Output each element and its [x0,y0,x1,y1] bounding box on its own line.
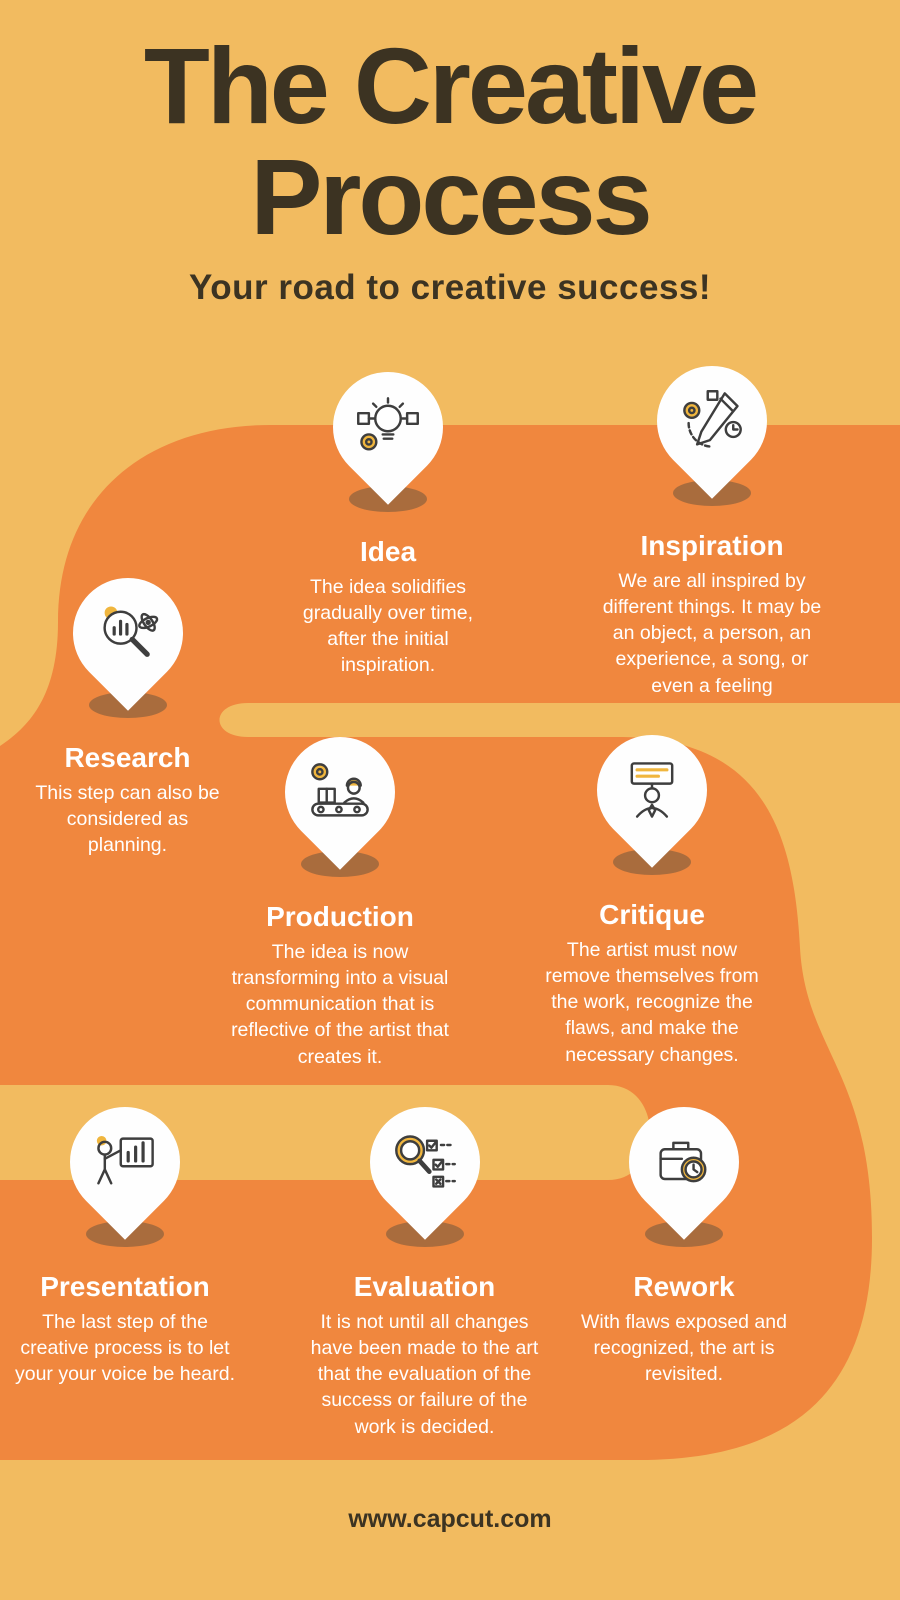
step-inspiration: Inspiration We are all inspired by diffe… [592,343,832,699]
production-icon [306,758,374,826]
map-pin-production [262,714,418,870]
step-title: Idea [359,536,417,567]
step-description: We are all inspired by different things.… [602,570,822,697]
map-pin-rework [606,1084,762,1240]
critique-icon [618,756,686,824]
step-title: Evaluation [353,1271,496,1302]
rework-icon [650,1128,718,1196]
page-subtitle: Your road to creative success! [188,268,712,308]
page-title-line1: The Creative [143,25,759,146]
map-pin-critique [574,712,730,868]
step-title: Production [266,901,414,932]
website-url: www.capcut.com [348,1505,552,1533]
step-description: The idea is now transforming into a visu… [231,941,449,1068]
step-title: Critique [599,899,705,930]
step-critique: Critique The artist must now remove them… [532,712,772,1068]
step-title: Rework [633,1271,735,1302]
step-research: Research This step can also be considere… [25,555,230,858]
evaluation-icon [391,1128,459,1196]
step-title: Inspiration [640,530,784,561]
map-pin-research [49,555,206,711]
step-description: With flaws exposed and recognized, the a… [581,1311,787,1386]
step-description: It is not until all changes have been ma… [310,1311,539,1438]
step-evaluation: Evaluation It is not until all changes h… [302,1084,547,1440]
map-pin-idea [310,349,466,505]
step-description: This step can also be considered as plan… [35,782,220,857]
presentation-icon [91,1128,159,1196]
step-description: The artist must now remove themselves fr… [545,939,759,1066]
header: The Creative Process Your road to creati… [0,30,900,308]
idea-icon [354,393,422,461]
step-description: The last step of the creative process is… [14,1311,236,1386]
research-icon [94,599,162,667]
step-idea: Idea The idea solidifies gradually over … [283,349,493,679]
map-pin-evaluation [346,1084,503,1240]
map-pin-inspiration [634,343,790,499]
step-description: The idea solidifies gradually over time,… [302,576,474,677]
step-rework: Rework With flaws exposed and recognized… [564,1084,804,1387]
inspiration-icon [678,387,746,455]
step-title: Research [64,742,191,773]
step-production: Production The idea is now transforming … [230,714,450,1070]
map-pin-presentation [47,1084,203,1240]
step-presentation: Presentation The last step of the creati… [10,1084,240,1387]
page-title-line2: Process [250,136,652,258]
step-title: Presentation [40,1271,210,1302]
